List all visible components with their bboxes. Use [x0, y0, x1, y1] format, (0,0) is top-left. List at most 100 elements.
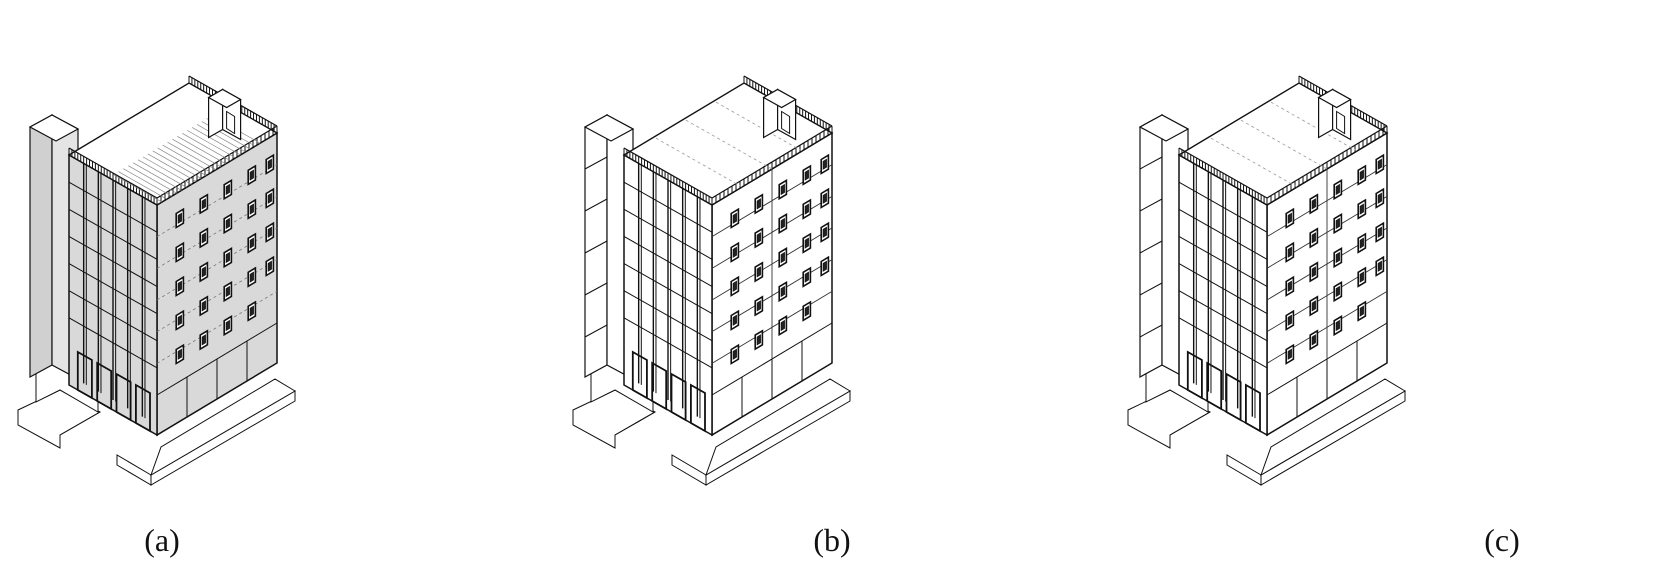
transom	[1178, 235, 1268, 287]
floor-line	[156, 227, 278, 301]
window-pane	[1359, 169, 1364, 181]
window-pane	[804, 305, 809, 317]
base-line	[156, 322, 278, 396]
roof-grid	[653, 100, 803, 188]
caption-a: (a)	[144, 522, 180, 558]
window-pane	[756, 300, 761, 312]
storefront	[76, 350, 93, 400]
window-pane	[732, 212, 737, 224]
storefront	[631, 350, 648, 400]
window-pane	[201, 232, 206, 244]
transom	[623, 181, 713, 233]
parapet-rail	[156, 125, 278, 199]
transom	[1178, 263, 1268, 315]
parapet-rail	[68, 147, 158, 199]
hatch-line	[191, 127, 241, 156]
transom	[623, 208, 713, 260]
window-pane	[177, 246, 182, 258]
transom	[68, 290, 158, 342]
window-pane	[732, 348, 737, 360]
window-pane	[1287, 212, 1292, 224]
window-pane	[822, 260, 827, 272]
window-pane	[249, 237, 254, 249]
window-pane	[1377, 260, 1382, 272]
windows-right	[730, 153, 830, 365]
window-pane	[249, 203, 254, 215]
transom	[1178, 181, 1268, 233]
roof-grid-line	[653, 136, 743, 188]
window-pane	[822, 192, 827, 204]
roof-grid-line	[1238, 118, 1328, 170]
window-pane	[1287, 314, 1292, 326]
panel-b	[555, 0, 1109, 573]
transom	[68, 235, 158, 287]
storefront	[1244, 383, 1261, 433]
hatch-line	[132, 162, 182, 191]
window-pane	[249, 305, 254, 317]
building-drawing	[572, 75, 851, 486]
penthouse-door	[226, 110, 236, 135]
hatch-line	[182, 133, 231, 162]
window-pane	[1359, 305, 1364, 317]
window-pane	[1287, 348, 1292, 360]
storefront	[651, 361, 668, 411]
roof-grid-line	[1208, 136, 1298, 188]
window-pane	[225, 217, 230, 230]
hatch-line	[177, 135, 226, 165]
window-pane	[804, 203, 809, 215]
storefront	[1225, 372, 1242, 422]
transom	[623, 290, 713, 342]
building-drawing	[1127, 75, 1406, 486]
transom	[68, 263, 158, 315]
plinth-top	[150, 378, 296, 477]
window-pane	[1311, 266, 1316, 278]
building-drawing	[17, 75, 296, 486]
window-pane	[225, 251, 230, 264]
caption-b: (b)	[813, 522, 851, 558]
window-pane	[201, 266, 206, 278]
window-pane	[1377, 226, 1382, 238]
hatch-line	[123, 168, 172, 197]
hatch-line	[142, 156, 192, 185]
storefront	[689, 383, 706, 433]
window-pane	[225, 183, 230, 196]
storefront	[115, 372, 132, 422]
window-pane	[732, 246, 737, 258]
window-pane	[1335, 251, 1340, 264]
penthouse-top	[762, 88, 797, 109]
roof-penthouse	[762, 88, 797, 141]
roof-penthouse	[207, 88, 242, 141]
window-pane	[732, 280, 737, 292]
window-pane	[780, 183, 785, 196]
window-pane	[177, 212, 182, 224]
hatch-line	[147, 153, 197, 182]
plinth-front-left	[1226, 454, 1262, 486]
window-pane	[267, 158, 272, 170]
window-pane	[177, 280, 182, 292]
floor-line	[156, 290, 278, 364]
caption-c: (c)	[1484, 522, 1520, 558]
window-pane	[1335, 217, 1340, 230]
hatch-line	[196, 124, 246, 153]
penthouse-door	[1336, 110, 1346, 135]
hatch-line	[128, 165, 177, 194]
floor-line	[156, 164, 278, 238]
window-pane	[1287, 246, 1292, 258]
window-pane	[756, 232, 761, 244]
hatch-line	[118, 171, 167, 200]
plinth	[671, 378, 851, 486]
window-pane	[780, 251, 785, 264]
window-pane	[804, 271, 809, 283]
parapet-rail	[711, 125, 833, 199]
window-pane	[1311, 232, 1316, 244]
window-pane	[1335, 285, 1340, 298]
window-pane	[1359, 237, 1364, 249]
shaft-top	[28, 114, 80, 142]
window-pane	[1335, 319, 1340, 332]
shaft-left-face	[29, 113, 53, 379]
window-pane	[804, 169, 809, 181]
panel-c	[1110, 0, 1664, 573]
window-pane	[267, 226, 272, 238]
parapet	[623, 75, 833, 205]
roof-grid	[1208, 100, 1358, 188]
